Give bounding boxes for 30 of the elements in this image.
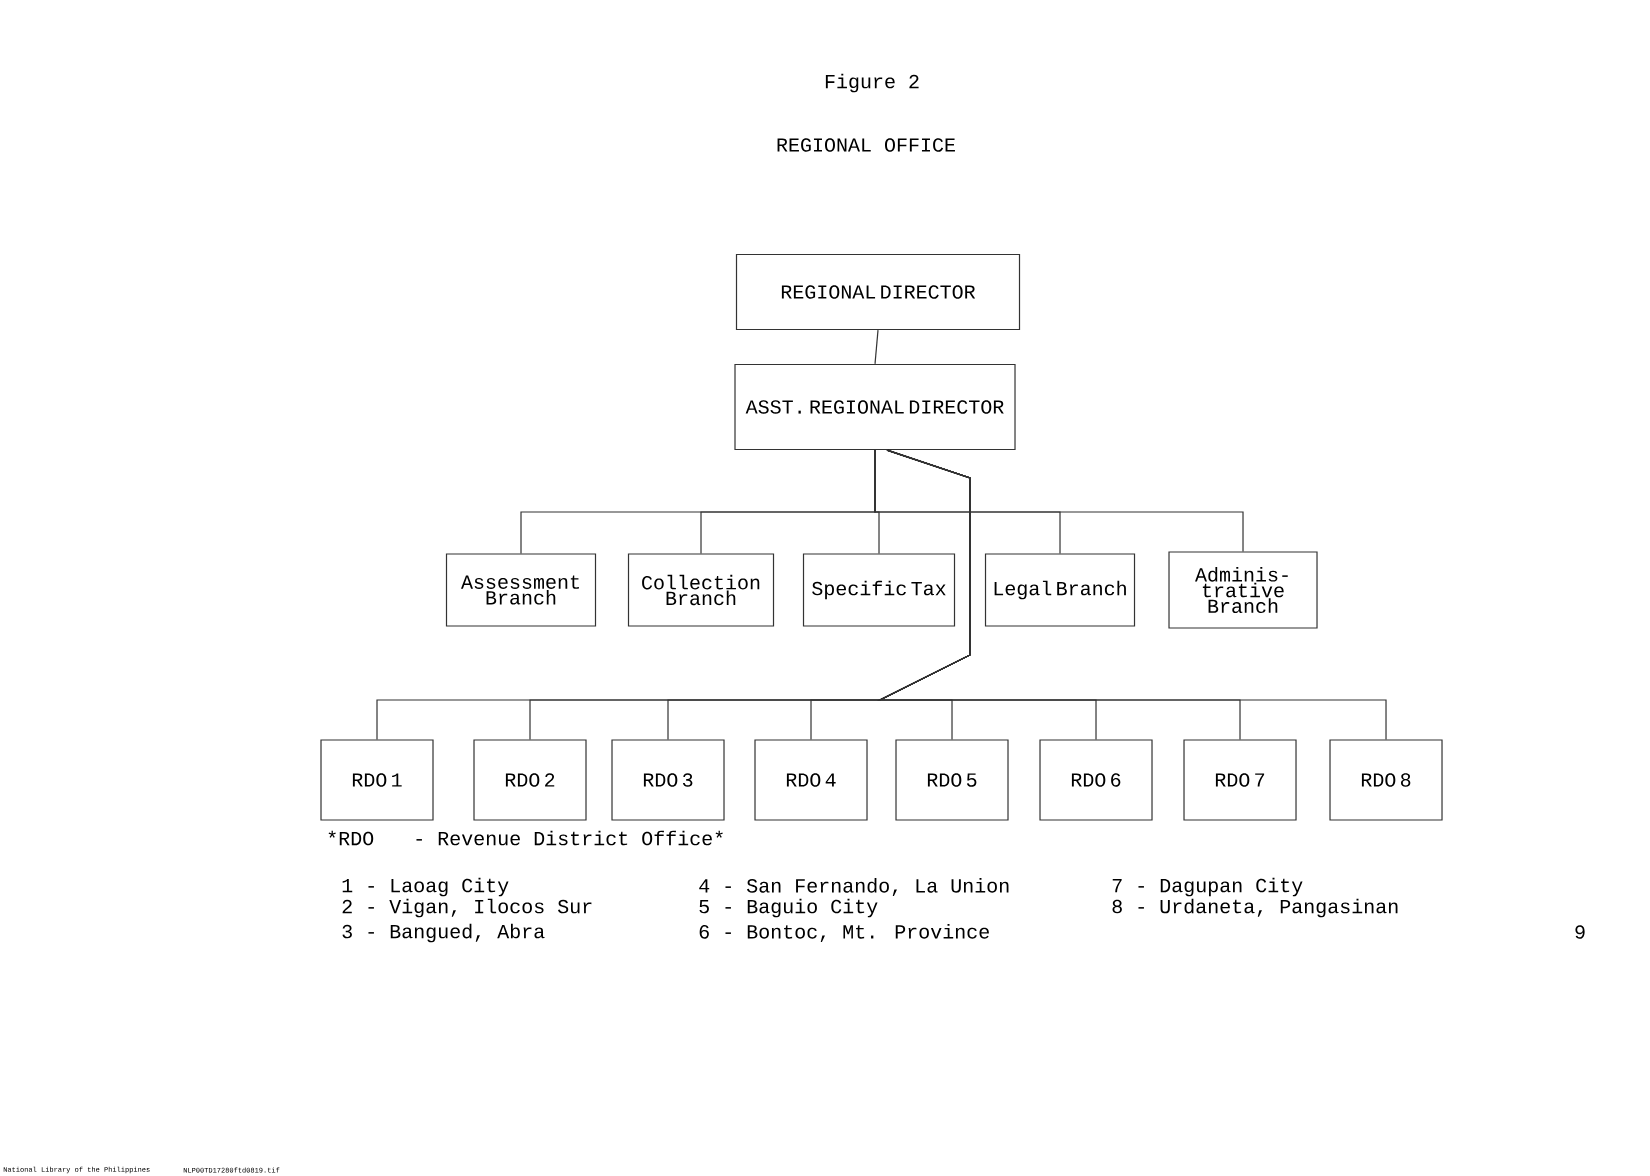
office-box: Collection Branch [627,553,775,627]
office-box: REGIONAL DIRECTOR [735,253,1021,331]
legend-item: 4 - San Fernando, La Union [699,878,1009,896]
legend-item: 7 - Dagupan City [1112,877,1303,897]
legend-item: 6 - Bontoc, Mt. Province [699,924,989,942]
office-box: RDO 2 [473,739,587,821]
connector-line [877,449,1387,740]
office-box: Specific Tax [802,553,956,627]
office-box: RDO 1 [320,739,434,821]
legend-item: 5 - Baguio City [699,898,878,918]
legend-item: 1 - Laoag City [342,877,509,897]
connector-line [874,329,879,365]
office-box: Adminis- trative Branch [1168,551,1318,629]
office-box: RDO 8 [1329,739,1443,821]
figure-title: Figure 2 [825,73,919,93]
legend-item: 8 - Urdaneta, Pangasinan [1112,898,1398,918]
abbreviation-note: - Revenue District Office* [416,830,723,846]
heading: REGIONAL OFFICE [777,138,955,152]
office-box: ASST. REGIONAL DIRECTOR [734,363,1016,451]
connector-line [874,449,1244,552]
page-number: 9 [1575,925,1585,939]
office-box: RDO 7 [1183,739,1297,821]
office-box: RDO 3 [611,739,725,821]
office-box: RDO 6 [1039,739,1153,821]
office-box: RDO 4 [754,739,868,821]
office-box: Assessment Branch [445,553,597,627]
legend-item: 3 - Bangued, Abra [342,923,545,943]
office-box: RDO 5 [895,739,1009,821]
legend-item: 2 - Vigan, Ilocos Sur [342,898,592,918]
office-box: Legal Branch [984,553,1136,627]
